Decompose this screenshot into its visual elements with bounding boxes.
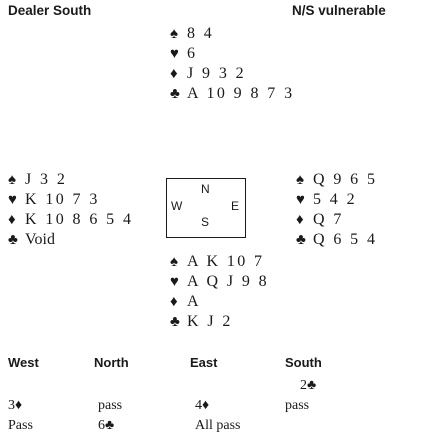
north-hearts-row: ♥6 bbox=[170, 44, 294, 64]
west-hearts: K 10 7 3 bbox=[25, 191, 100, 208]
spade-icon: ♠ bbox=[8, 172, 16, 188]
east-hearts-row: ♥ 5 4 2 bbox=[296, 190, 377, 210]
north-clubs-row: ♣ A 10 9 8 7 3 bbox=[170, 84, 294, 104]
east-spades-row: ♠ Q 9 6 5 bbox=[296, 170, 377, 190]
compass-south: S bbox=[201, 215, 210, 229]
west-diamonds: K 10 8 6 5 4 bbox=[25, 211, 134, 228]
auction-bid: 6♣ bbox=[98, 418, 115, 433]
south-hand: ♠A K 10 7 ♥A Q J 9 8 ♦A ♣K J 2 bbox=[170, 252, 269, 332]
west-diamonds-row: ♦ K 10 8 6 5 4 bbox=[8, 210, 133, 230]
heart-icon: ♥ bbox=[296, 192, 305, 208]
diamond-icon: ♦ bbox=[8, 212, 16, 228]
dealer-label: Dealer South bbox=[8, 3, 92, 18]
auction-bid: 2♣ bbox=[300, 378, 317, 393]
compass-east: E bbox=[231, 199, 240, 213]
club-icon: ♣ bbox=[170, 86, 180, 102]
auction-header-south: South bbox=[285, 355, 322, 370]
heart-icon: ♥ bbox=[8, 192, 17, 208]
south-hearts: A Q J 9 8 bbox=[187, 273, 270, 290]
north-hearts: 6 bbox=[187, 45, 198, 62]
west-spades: J 3 2 bbox=[25, 171, 68, 188]
west-hand: ♠ J 3 2 ♥ K 10 7 3 ♦ K 10 8 6 5 4 ♣ Void bbox=[8, 170, 133, 250]
north-spades: 8 4 bbox=[187, 25, 215, 42]
north-diamonds: J 9 3 2 bbox=[187, 65, 247, 82]
east-hearts: 5 4 2 bbox=[313, 191, 357, 208]
spade-icon: ♠ bbox=[170, 26, 178, 42]
west-clubs-row: ♣ Void bbox=[8, 230, 133, 250]
south-diamonds: A bbox=[187, 293, 201, 310]
spade-icon: ♠ bbox=[170, 254, 178, 270]
north-clubs: A 10 9 8 7 3 bbox=[187, 85, 295, 102]
east-clubs: Q 6 5 4 bbox=[313, 231, 378, 248]
south-diamonds-row: ♦A bbox=[170, 292, 269, 312]
west-hearts-row: ♥ K 10 7 3 bbox=[8, 190, 133, 210]
compass-north: N bbox=[201, 182, 210, 196]
auction-bid: Pass bbox=[8, 418, 33, 433]
spade-icon: ♠ bbox=[296, 172, 304, 188]
club-icon: ♣ bbox=[170, 314, 180, 330]
east-diamonds: Q 7 bbox=[313, 211, 344, 228]
north-spades-row: ♠ 8 4 bbox=[170, 24, 294, 44]
south-spades-row: ♠ A K 10 7 bbox=[170, 252, 269, 272]
compass-box: N W E S bbox=[166, 178, 246, 238]
north-diamonds-row: ♦ J 9 3 2 bbox=[170, 64, 294, 84]
vulnerability-label: N/S vulnerable bbox=[292, 3, 386, 18]
east-spades: Q 9 6 5 bbox=[313, 171, 378, 188]
south-hearts-row: ♥ A Q J 9 8 bbox=[170, 272, 269, 292]
north-hand: ♠8 4 ♥6 ♦J 9 3 2 ♣A 10 9 8 7 3 bbox=[170, 24, 294, 104]
auction-bid: pass bbox=[98, 398, 123, 413]
heart-icon: ♥ bbox=[170, 46, 179, 62]
south-clubs-row: ♣ K J 2 bbox=[170, 312, 269, 332]
auction-header-west: West bbox=[8, 355, 39, 370]
auction-bid: 3♦ bbox=[8, 398, 23, 413]
auction-bid: 4♦ bbox=[195, 398, 210, 413]
auction-header-east: East bbox=[190, 355, 218, 370]
east-hand: ♠ Q 9 6 5 ♥ 5 4 2 ♦ Q 7 ♣ Q 6 5 4 bbox=[296, 170, 377, 250]
club-icon: ♣ bbox=[296, 232, 306, 248]
west-clubs: Void bbox=[25, 231, 55, 248]
compass-west: W bbox=[171, 199, 183, 213]
west-spades-row: ♠ J 3 2 bbox=[8, 170, 133, 190]
east-diamonds-row: ♦ Q 7 bbox=[296, 210, 377, 230]
south-clubs: K J 2 bbox=[187, 313, 233, 330]
club-icon: ♣ bbox=[8, 232, 18, 248]
south-spades: A K 10 7 bbox=[187, 253, 265, 270]
auction-header-north: North bbox=[94, 355, 129, 370]
east-clubs-row: ♣ Q 6 5 4 bbox=[296, 230, 377, 250]
diamond-icon: ♦ bbox=[296, 212, 304, 228]
diamond-icon: ♦ bbox=[170, 294, 178, 310]
auction-bid: All pass bbox=[195, 418, 241, 433]
heart-icon: ♥ bbox=[170, 274, 179, 290]
diamond-icon: ♦ bbox=[170, 66, 178, 82]
auction-bid: pass bbox=[285, 398, 310, 413]
